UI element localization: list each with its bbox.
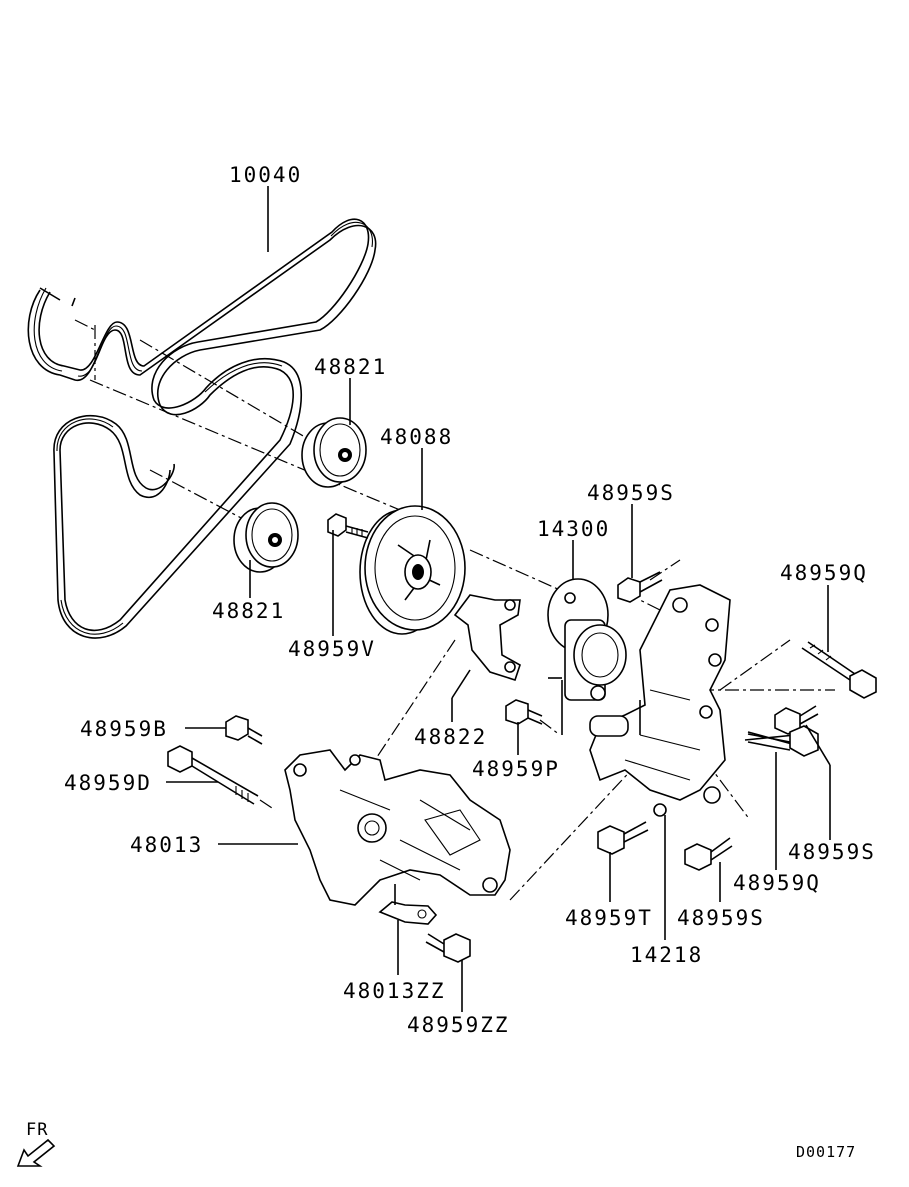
label-idler-upper: 48821 [314,355,387,379]
label-bolt-t: 48959T [565,906,653,930]
label-bolt-d: 48959D [64,771,152,795]
label-bolt-s-bottom: 48959S [677,906,765,930]
crank-pulley[interactable] [359,505,466,635]
label-bolt-v: 48959V [288,637,376,661]
bolt-48959t[interactable] [597,821,649,855]
alignment-lines [74,319,835,901]
bolt-48959p[interactable] [505,699,543,725]
leader-lines [166,186,831,1012]
label-bolt-zz: 48959ZZ [407,1013,510,1037]
bolt-48959d[interactable] [167,745,259,805]
label-bolt-b: 48959B [80,717,168,741]
idler-pulley-lower[interactable] [233,502,299,573]
label-bolt-q-top: 48959Q [780,561,868,585]
label-pulley: 48088 [380,425,453,449]
bracket-48822[interactable] [453,594,521,682]
label-belt: 10040 [229,163,302,187]
tensioner-bracket[interactable] [589,584,731,817]
bolt-48959b[interactable] [225,715,263,745]
bolt-48959s-top[interactable] [617,571,663,603]
front-direction-indicator: FR [16,1120,56,1167]
idler-pulley-upper[interactable] [301,417,367,488]
bolt-48959zz[interactable] [425,933,471,963]
alternator-bracket[interactable] [284,749,511,906]
label-tensioner: 14300 [537,517,610,541]
front-arrow-icon [16,1138,56,1167]
label-bracket-tensioner: 14218 [630,943,703,967]
label-bracket-zz: 48013ZZ [343,979,446,1003]
belt-tensioner[interactable] [547,578,627,701]
bolt-48959q-top[interactable] [801,641,877,699]
bolt-48959s-bottom[interactable] [684,837,733,871]
label-bolt-s-top: 48959S [587,481,675,505]
label-bracket-small: 48822 [414,725,487,749]
label-bracket-main: 48013 [130,833,203,857]
diagram-code: D00177 [796,1143,856,1161]
direction-label: FR [26,1120,48,1140]
label-bolt-s-right: 48959S [788,840,876,864]
label-idler-lower: 48821 [212,599,285,623]
label-bolt-q-bottom: 48959Q [733,871,821,895]
bracket-48013zz[interactable] [378,884,438,925]
label-bolt-p: 48959P [472,757,560,781]
bolt-48959v[interactable] [327,513,369,539]
